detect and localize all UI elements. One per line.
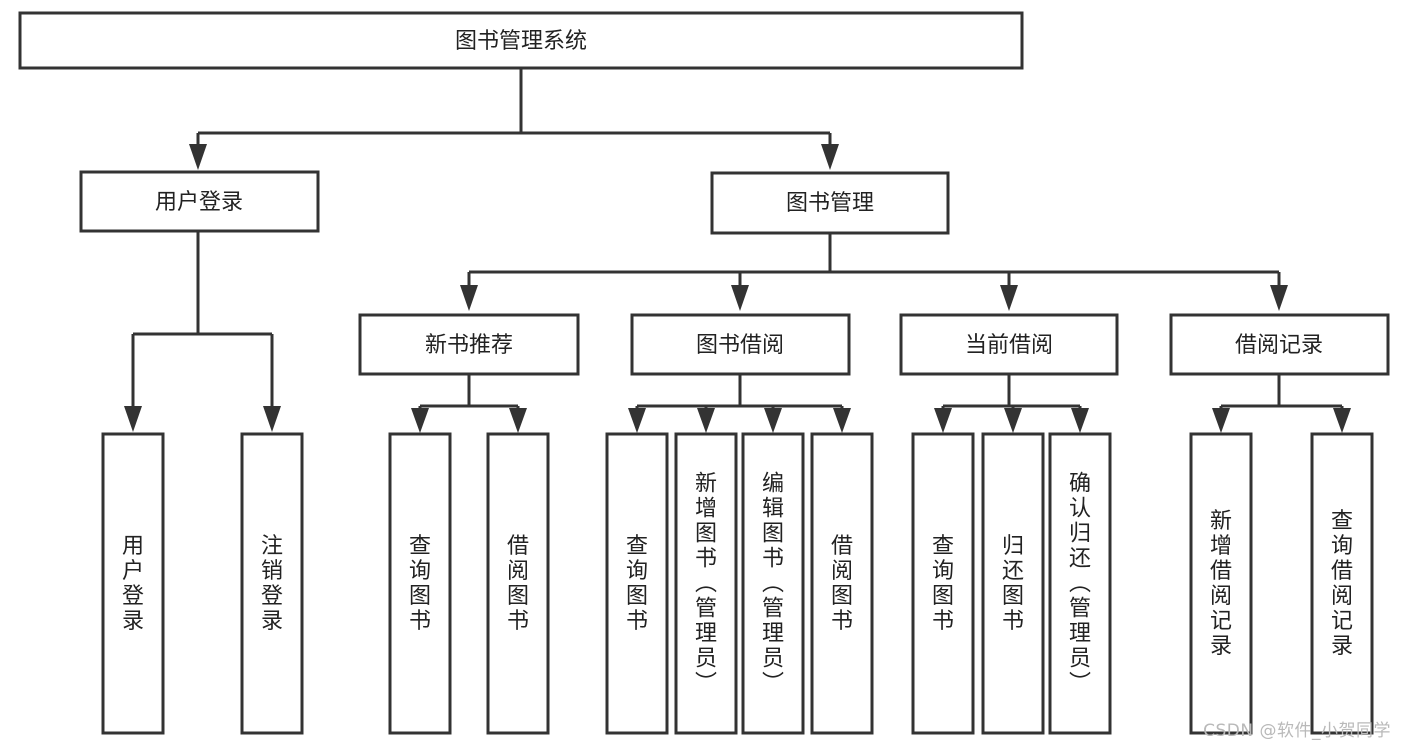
- node-leaf-borrow-book-1[interactable]: 借阅图书: [486, 432, 550, 735]
- arrow-head-leaf-user-logout: [263, 406, 281, 432]
- node-leaf-user-login[interactable]: 用户登录: [101, 432, 165, 735]
- node-book-borrow[interactable]: 图书借阅: [630, 313, 851, 376]
- node-leaf-query-book-3-box[interactable]: [911, 432, 975, 735]
- node-book-manage[interactable]: 图书管理: [710, 171, 950, 235]
- arrow-head-leaf-confirm-return: [1071, 408, 1089, 433]
- arrow-head-current-borrow: [1000, 285, 1018, 311]
- node-new-book-recommend[interactable]: 新书推荐: [358, 313, 580, 376]
- node-user-login[interactable]: 用户登录: [79, 170, 320, 233]
- node-leaf-query-book-1[interactable]: 查询图书: [388, 432, 452, 735]
- arrow-head-leaf-query-record: [1333, 408, 1351, 433]
- node-leaf-user-logout-label: 注销登录: [261, 534, 283, 634]
- arrow-head-book-manage: [821, 144, 839, 170]
- node-leaf-borrow-book-1-box[interactable]: [486, 432, 550, 735]
- node-current-borrow-label: 当前借阅: [965, 333, 1053, 358]
- node-leaf-query-record[interactable]: 查询借阅记录: [1310, 432, 1374, 735]
- node-leaf-add-book[interactable]: 新增图书︵管理员︶: [674, 432, 738, 735]
- node-leaf-query-book-1-label: 查询图书: [409, 534, 431, 634]
- node-book-borrow-label: 图书借阅: [696, 333, 784, 358]
- node-leaf-confirm-return-label: 确认归还︵管理员︶: [1069, 472, 1091, 697]
- arrow-head-leaf-add-book: [697, 408, 715, 433]
- watermark-csdn: CSDN @软件_小贺同学: [1203, 721, 1391, 741]
- node-leaf-edit-book-box[interactable]: [741, 432, 805, 735]
- node-borrow-record[interactable]: 借阅记录: [1169, 313, 1390, 376]
- node-new-book-recommend-label: 新书推荐: [425, 333, 513, 358]
- arrow-head-leaf-query-book-1: [411, 408, 429, 433]
- node-leaf-query-book-1-box[interactable]: [388, 432, 452, 735]
- node-user-login-box[interactable]: [79, 170, 320, 233]
- arrow-head-borrow-record: [1270, 285, 1288, 311]
- node-leaf-edit-book[interactable]: 编辑图书︵管理员︶: [741, 432, 805, 735]
- node-book-borrow-box[interactable]: [630, 313, 851, 376]
- node-root-label: 图书管理系统: [455, 29, 587, 54]
- node-leaf-add-record[interactable]: 新增借阅记录: [1189, 432, 1253, 735]
- node-leaf-return-book[interactable]: 归还图书: [981, 432, 1045, 735]
- node-leaf-return-book-box[interactable]: [981, 432, 1045, 735]
- arrow-head-leaf-edit-book: [764, 408, 782, 433]
- node-current-borrow-box[interactable]: [899, 313, 1119, 376]
- node-root-box[interactable]: [18, 11, 1024, 70]
- arrow-head-leaf-borrow-book-1: [509, 408, 527, 433]
- node-book-manage-label: 图书管理: [786, 191, 874, 216]
- node-borrow-record-box[interactable]: [1169, 313, 1390, 376]
- arrow-head-leaf-borrow-book-2: [833, 408, 851, 433]
- node-leaf-add-record-box[interactable]: [1189, 432, 1253, 735]
- node-leaf-query-book-2-label: 查询图书: [626, 534, 648, 634]
- node-leaf-query-record-label: 查询借阅记录: [1331, 509, 1353, 659]
- node-leaf-return-book-label: 归还图书: [1002, 534, 1024, 634]
- node-leaf-confirm-return[interactable]: 确认归还︵管理员︶: [1048, 432, 1112, 735]
- node-leaf-borrow-book-2-box[interactable]: [810, 432, 874, 735]
- arrow-head-user-login: [189, 144, 207, 170]
- node-leaf-user-logout[interactable]: 注销登录: [240, 432, 304, 735]
- node-leaf-borrow-book-2[interactable]: 借阅图书: [810, 432, 874, 735]
- node-leaf-query-record-box[interactable]: [1310, 432, 1374, 735]
- node-leaf-user-login-box[interactable]: [101, 432, 165, 735]
- node-leaf-add-record-label: 新增借阅记录: [1210, 509, 1232, 659]
- node-leaf-query-book-2-box[interactable]: [605, 432, 669, 735]
- arrow-head-book-borrow: [731, 285, 749, 311]
- arrow-head-leaf-user-login: [124, 406, 142, 432]
- node-leaf-query-book-3-label: 查询图书: [932, 534, 954, 634]
- node-book-manage-box[interactable]: [710, 171, 950, 235]
- arrow-head-leaf-return-book: [1004, 408, 1022, 433]
- node-user-login-label: 用户登录: [155, 190, 243, 215]
- node-leaf-user-logout-box[interactable]: [240, 432, 304, 735]
- node-leaf-query-book-2[interactable]: 查询图书: [605, 432, 669, 735]
- arrow-head-leaf-add-record: [1212, 408, 1230, 433]
- node-leaf-borrow-book-1-label: 借阅图书: [507, 534, 529, 634]
- connector-layer: [124, 68, 1351, 433]
- node-new-book-recommend-box[interactable]: [358, 313, 580, 376]
- node-leaf-borrow-book-2-label: 借阅图书: [831, 534, 853, 634]
- node-borrow-record-label: 借阅记录: [1235, 333, 1323, 358]
- node-leaf-confirm-return-box[interactable]: [1048, 432, 1112, 735]
- node-leaf-query-book-3[interactable]: 查询图书: [911, 432, 975, 735]
- node-leaf-edit-book-label: 编辑图书︵管理员︶: [762, 472, 784, 697]
- arrow-head-leaf-query-book-2: [628, 408, 646, 433]
- node-root[interactable]: 图书管理系统: [18, 11, 1024, 70]
- node-leaf-user-login-label: 用户登录: [122, 534, 144, 634]
- arrow-head-new-book-recommend: [460, 285, 478, 311]
- node-leaf-add-book-label: 新增图书︵管理员︶: [695, 472, 717, 697]
- node-current-borrow[interactable]: 当前借阅: [899, 313, 1119, 376]
- arrow-head-leaf-query-book-3: [934, 408, 952, 433]
- node-leaf-add-book-box[interactable]: [674, 432, 738, 735]
